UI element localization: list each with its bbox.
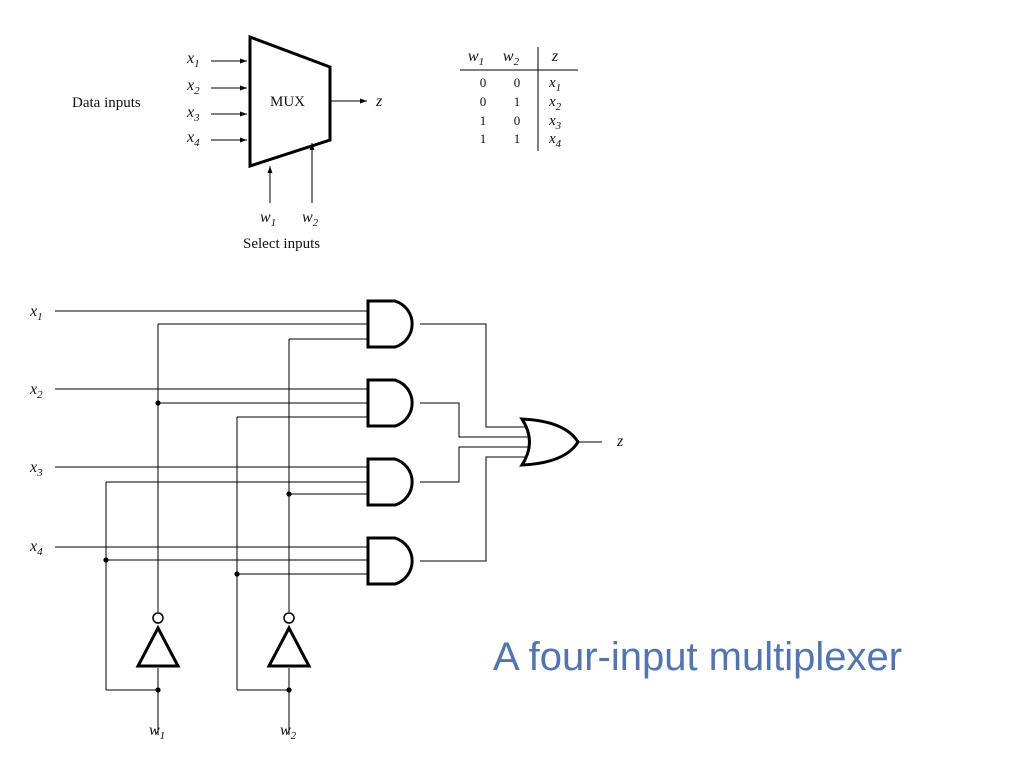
- truth-table-cell-w2: 0: [514, 113, 521, 128]
- and-gate-4: [366, 536, 414, 586]
- and-gate-2: [366, 378, 414, 428]
- junction-dot: [286, 491, 292, 497]
- junction-dot: [155, 687, 161, 693]
- circuit-select-w2-label: w2: [280, 722, 297, 742]
- wire-and2-to-or: [420, 402, 528, 438]
- mux-select-w1-label: w1: [260, 209, 276, 229]
- mux-block-label: MUX: [270, 94, 305, 110]
- mux-circuit: x1 x2 x3 x4: [29, 299, 624, 742]
- and-gate-3: [366, 457, 414, 507]
- mux-input-x1-label: x1: [186, 50, 200, 70]
- mux-output-label: z: [375, 93, 383, 110]
- inverter-bubble: [152, 612, 164, 624]
- truth-table-cell-w1: 1: [480, 131, 487, 146]
- truth-table-row: 1 1 x4: [480, 131, 562, 150]
- junction-dot: [234, 571, 240, 577]
- truth-table-cell-z: x3: [548, 113, 562, 132]
- mux-trapezoid: [248, 34, 332, 169]
- truth-table-cell-z: x2: [548, 94, 562, 113]
- truth-table-cell-w2: 1: [514, 94, 521, 109]
- wire-and4-to-or: [420, 456, 528, 562]
- circuit-select-w1-label: w1: [149, 722, 165, 742]
- mux-input-x4-label: x4: [186, 129, 200, 149]
- mux-select-w2-label: w2: [302, 209, 319, 229]
- slide-caption: A four-input multiplexer: [493, 635, 902, 679]
- truth-table-header-w2: w2: [503, 48, 520, 68]
- truth-table-cell-z: x1: [548, 75, 561, 94]
- select-inputs-label: Select inputs: [243, 236, 320, 252]
- not-gate-w1: [135, 624, 181, 668]
- wire-and3-to-or: [420, 446, 528, 483]
- or-gate: [519, 417, 580, 467]
- truth-table-row: 0 1 x2: [480, 94, 562, 113]
- circuit-input-x3-label: x3: [29, 459, 43, 479]
- circuit-input-x1-label: x1: [29, 303, 43, 323]
- truth-table-cell-z: x4: [548, 131, 562, 150]
- truth-table: w1 w2 z 0 0 x1 0 1 x2 1 0 x3 1 1 x4: [460, 47, 578, 151]
- truth-table-cell-w2: 1: [514, 131, 521, 146]
- truth-table-cell-w2: 0: [514, 75, 521, 90]
- truth-table-row: 1 0 x3: [480, 113, 562, 132]
- truth-table-header-w1: w1: [468, 48, 484, 68]
- truth-table-cell-w1: 1: [480, 113, 487, 128]
- mux-input-x2-label: x2: [186, 77, 200, 97]
- truth-table-cell-w1: 0: [480, 75, 487, 90]
- and-gate-1: [366, 299, 414, 349]
- junction-dot: [155, 400, 161, 406]
- truth-table-row: 0 0 x1: [480, 75, 561, 94]
- data-inputs-label: Data inputs: [72, 95, 141, 111]
- mux-block-diagram: Data inputs x1 x2 x3 x4 MUX z w1 w2 Sele…: [72, 34, 383, 252]
- mux-input-x3-label: x3: [186, 104, 200, 124]
- circuit-input-x2-label: x2: [29, 381, 43, 401]
- inverter-bubble: [283, 612, 295, 624]
- not-gate-w2: [266, 624, 312, 668]
- circuit-output-z-label: z: [616, 433, 624, 450]
- circuit-input-x4-label: x4: [29, 538, 43, 558]
- junction-dot: [286, 687, 292, 693]
- truth-table-cell-w1: 0: [480, 94, 487, 109]
- junction-dot: [103, 557, 109, 563]
- wire-and1-to-or: [420, 323, 528, 428]
- truth-table-header-z: z: [551, 48, 559, 65]
